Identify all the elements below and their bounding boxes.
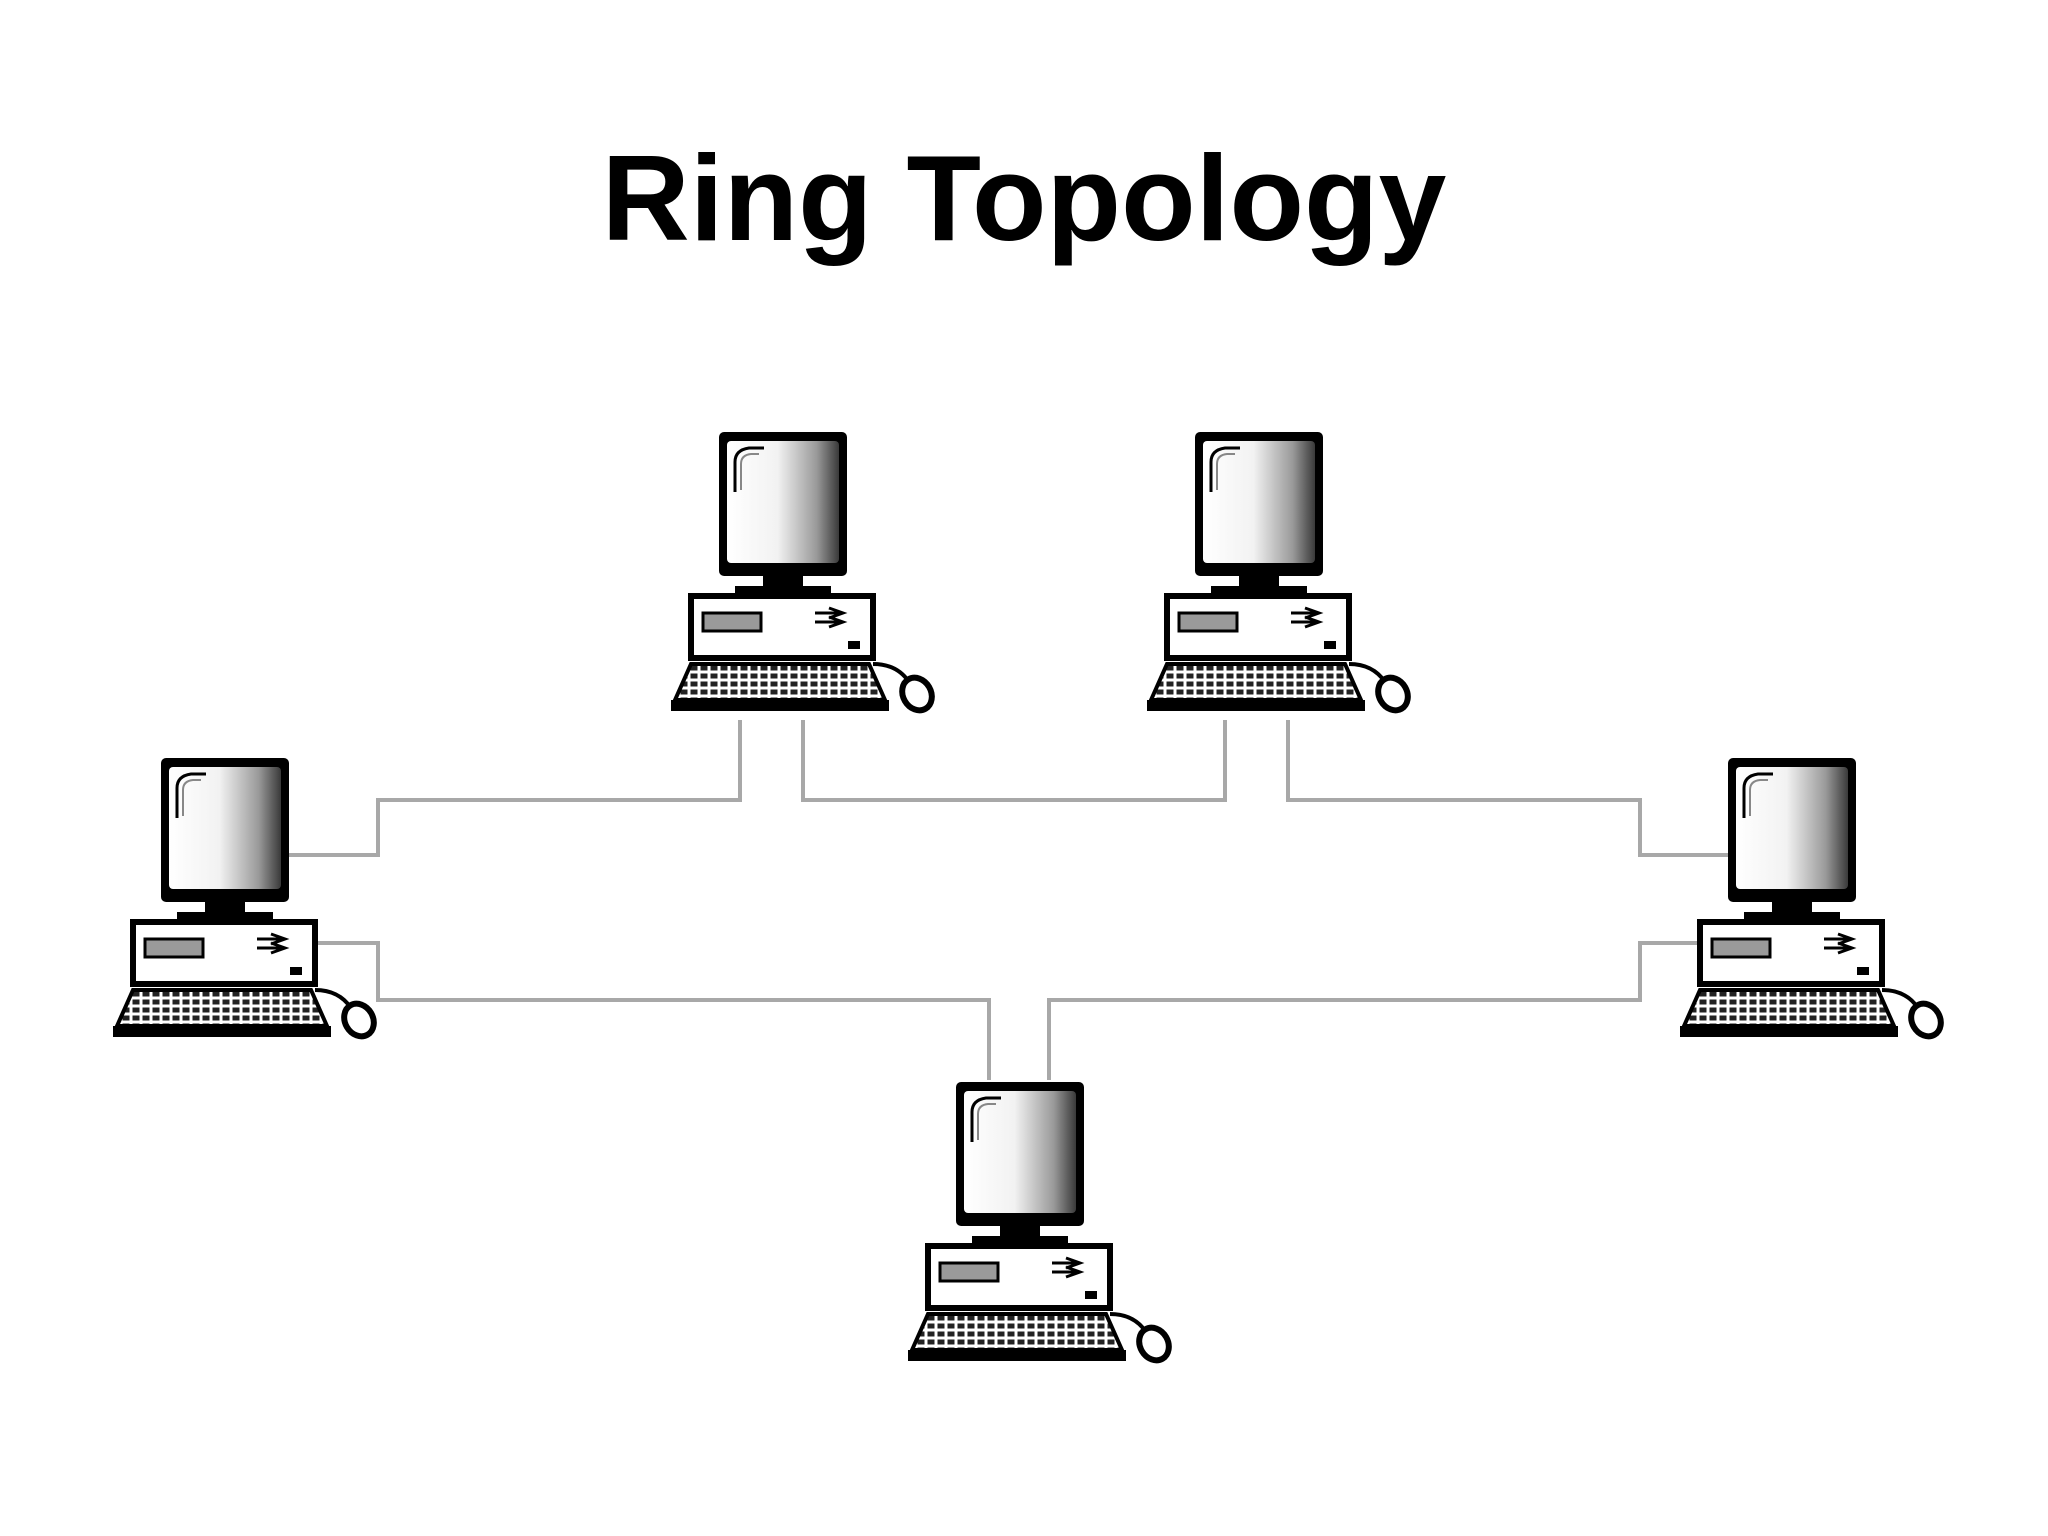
computer-icon (1147, 432, 1414, 716)
cable-left-to-top-left (287, 720, 742, 857)
cable-top-right-to-right (1286, 720, 1728, 857)
cable-top-left-to-top-right (801, 720, 1227, 802)
page-title: Ring Topology (601, 130, 1447, 266)
ring-cables (287, 720, 1728, 1080)
computer-icon (671, 432, 938, 716)
computer-icon (1680, 758, 1947, 1042)
computer-icon (908, 1082, 1175, 1366)
cable-right-to-bottom (1047, 941, 1728, 1080)
computer-icon (113, 758, 380, 1042)
cable-bottom-to-left (316, 941, 991, 1080)
